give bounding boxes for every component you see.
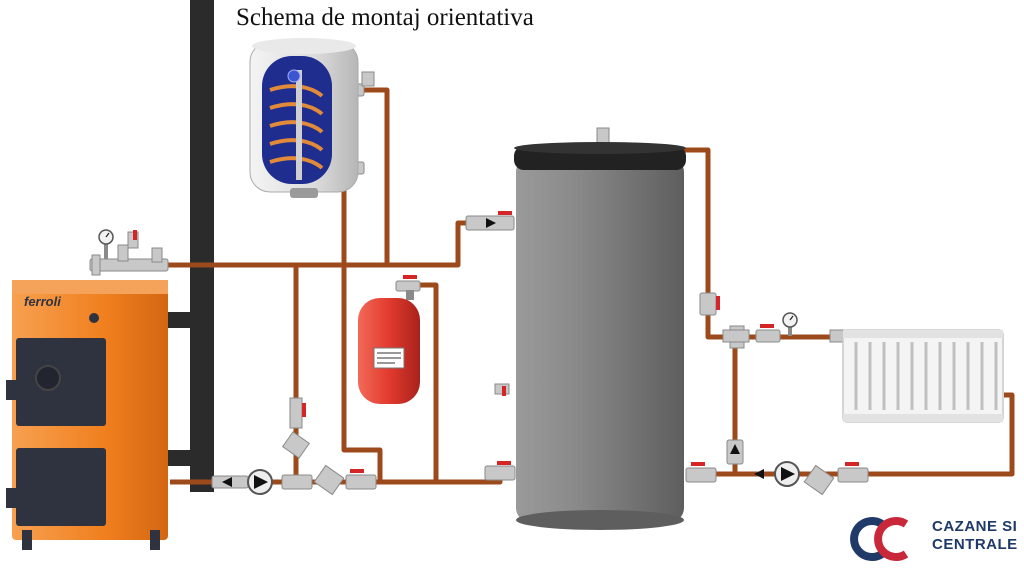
water-heater	[249, 38, 359, 198]
cazane-si-centrale-logo-mark	[850, 517, 909, 561]
brand-logo-text[interactable]: CAZANE SI CENTRALE	[932, 518, 1018, 554]
circulation-pump-boiler	[247, 469, 273, 495]
valve-handles	[133, 79, 859, 473]
solid-fuel-boiler: ferroli	[6, 280, 168, 550]
boiler-brand-logo: ferroli	[24, 294, 61, 309]
expansion-vessel	[358, 290, 420, 404]
brand-line-2: CENTRALE	[932, 536, 1018, 553]
pressure-gauges	[98, 229, 798, 336]
diagram-title: Schema de montaj orientativa	[236, 4, 534, 31]
brand-line-1: CAZANE SI	[932, 518, 1018, 535]
storage-tank	[514, 142, 686, 530]
chimney	[166, 0, 214, 492]
circulation-pump-radiator	[774, 461, 800, 487]
flow-arrows	[222, 218, 764, 487]
radiator	[842, 329, 1004, 423]
